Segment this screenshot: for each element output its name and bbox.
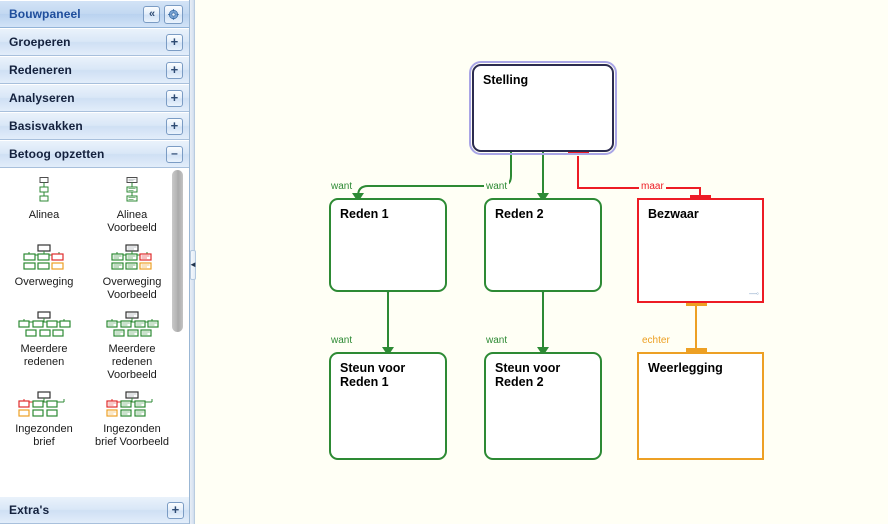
sidebar-section-label: Groeperen — [9, 35, 71, 49]
palette-item-label: Meerdere redenen — [20, 343, 68, 368]
overweging-tree-example-icon — [88, 243, 176, 273]
node-steun-voor-reden-1[interactable]: Steun voor Reden 1 — [329, 352, 447, 460]
tbar-bezwaar-side — [690, 195, 711, 199]
palette-item-label: Overweging — [14, 276, 74, 288]
node-title: Reden 1 — [340, 207, 389, 221]
meerdere-redenen-tree-icon — [0, 310, 88, 340]
collapse-panel-button[interactable]: « — [143, 5, 160, 23]
expand-icon[interactable] — [166, 89, 183, 107]
sidebar-section-extras[interactable]: Extra's — [0, 496, 189, 524]
palette-scroll-area: Alinea — [0, 168, 189, 498]
palette-item-ingezonden-brief-voorbeeld[interactable]: Ingezonden brief Voorbeeld — [88, 382, 176, 449]
node-title: Bezwaar — [648, 207, 699, 221]
edge-label-want-steun2: want — [484, 335, 510, 346]
alinea-tree-example-icon — [88, 176, 176, 206]
palette-item-label: Alinea Voorbeeld — [107, 209, 157, 234]
node-title: Steun voor Reden 1 — [340, 361, 406, 389]
palette-item-label: Overweging Voorbeeld — [102, 276, 162, 301]
arrowhead-steun2 — [537, 347, 549, 356]
node-weerlegging[interactable]: Weerlegging — [637, 352, 764, 460]
resize-handle-icon[interactable]: —◦ — [749, 289, 759, 298]
node-title: Stelling — [483, 73, 529, 87]
arrowhead-reden1 — [352, 193, 364, 202]
arrowhead-reden2 — [537, 193, 549, 202]
sidebar-section-label: Redeneren — [9, 63, 72, 77]
ingezonden-brief-tree-icon — [0, 390, 88, 420]
node-reden-2[interactable]: Reden 2 — [484, 198, 602, 292]
edge-label-want-reden1: want — [329, 181, 355, 192]
node-stelling[interactable]: Stelling — [469, 61, 617, 155]
overweging-tree-icon — [0, 243, 88, 273]
sidebar-section-analyseren[interactable]: Analyseren — [0, 84, 189, 112]
alinea-tree-icon — [0, 176, 88, 206]
node-reden-1[interactable]: Reden 1 — [329, 198, 447, 292]
node-title: Steun voor Reden 2 — [495, 361, 561, 389]
palette-item-overweging-voorbeeld[interactable]: Overweging Voorbeeld — [88, 235, 176, 302]
node-steun-voor-reden-2[interactable]: Steun voor Reden 2 — [484, 352, 602, 460]
expand-icon[interactable] — [166, 33, 183, 51]
sidebar-section-redeneren[interactable]: Redeneren — [0, 56, 189, 84]
tbar-bezwaar-bottom — [686, 302, 707, 306]
palette-item-alinea-voorbeeld[interactable]: Alinea Voorbeeld — [88, 168, 176, 235]
edge-label-maar-bezwaar: maar — [639, 181, 666, 192]
sidebar-section-label: Extra's — [9, 503, 50, 517]
gear-icon[interactable] — [164, 4, 183, 24]
sidebar-title-bar: Bouwpaneel « — [0, 0, 189, 28]
tbar-weerlegging-top — [686, 348, 707, 352]
palette-item-meerdere-redenen[interactable]: Meerdere redenen — [0, 302, 88, 382]
diagram-canvas[interactable]: Stelling Reden 1 Reden 2 Bezwaar —◦ Steu… — [196, 0, 888, 524]
palette-item-label: Ingezonden brief Voorbeeld — [95, 423, 169, 448]
sidebar-section-label: Betoog opzetten — [9, 147, 105, 161]
edge-label-want-steun1: want — [329, 335, 355, 346]
palette-item-overweging[interactable]: Overweging — [0, 235, 88, 302]
sidebar-section-basisvakken[interactable]: Basisvakken — [0, 112, 189, 140]
build-panel-sidebar: Bouwpaneel « Groeperen Redeneren — [0, 0, 190, 524]
splitter-collapse-handle[interactable]: ◄ — [189, 250, 197, 280]
edge-label-want-reden2: want — [484, 181, 510, 192]
palette-item-label: Meerdere redenen Voorbeeld — [107, 343, 157, 381]
palette-item-label: Ingezonden brief — [15, 423, 73, 448]
expand-icon[interactable] — [166, 117, 183, 135]
panel-title: Bouwpaneel — [9, 7, 81, 21]
node-title: Weerlegging — [648, 361, 723, 375]
palette-scrollbar[interactable] — [172, 168, 183, 498]
expand-icon[interactable] — [167, 501, 184, 519]
edge-label-echter-weerlegging: echter — [640, 335, 672, 346]
palette-item-meerdere-redenen-voorbeeld[interactable]: Meerdere redenen Voorbeeld — [88, 302, 176, 382]
palette-item-label: Alinea — [28, 209, 60, 221]
node-title: Reden 2 — [495, 207, 544, 221]
collapse-icon[interactable] — [166, 145, 183, 163]
sidebar-section-label: Basisvakken — [9, 119, 83, 133]
node-bezwaar[interactable]: Bezwaar —◦ — [637, 198, 764, 303]
palette-scrollbar-thumb[interactable] — [172, 170, 183, 332]
palette-item-ingezonden-brief[interactable]: Ingezonden brief — [0, 382, 88, 449]
palette-item-alinea[interactable]: Alinea — [0, 168, 88, 235]
edge-stelling-reden1 — [357, 152, 512, 197]
sidebar-section-label: Analyseren — [9, 91, 75, 105]
meerdere-redenen-tree-example-icon — [88, 310, 176, 340]
expand-icon[interactable] — [166, 61, 183, 79]
tbar-stelling-side — [568, 150, 589, 155]
arrowhead-steun1 — [382, 347, 394, 356]
ingezonden-brief-tree-example-icon — [88, 390, 176, 420]
sidebar-section-groeperen[interactable]: Groeperen — [0, 28, 189, 56]
sidebar-section-betoog-opzetten[interactable]: Betoog opzetten — [0, 140, 189, 168]
